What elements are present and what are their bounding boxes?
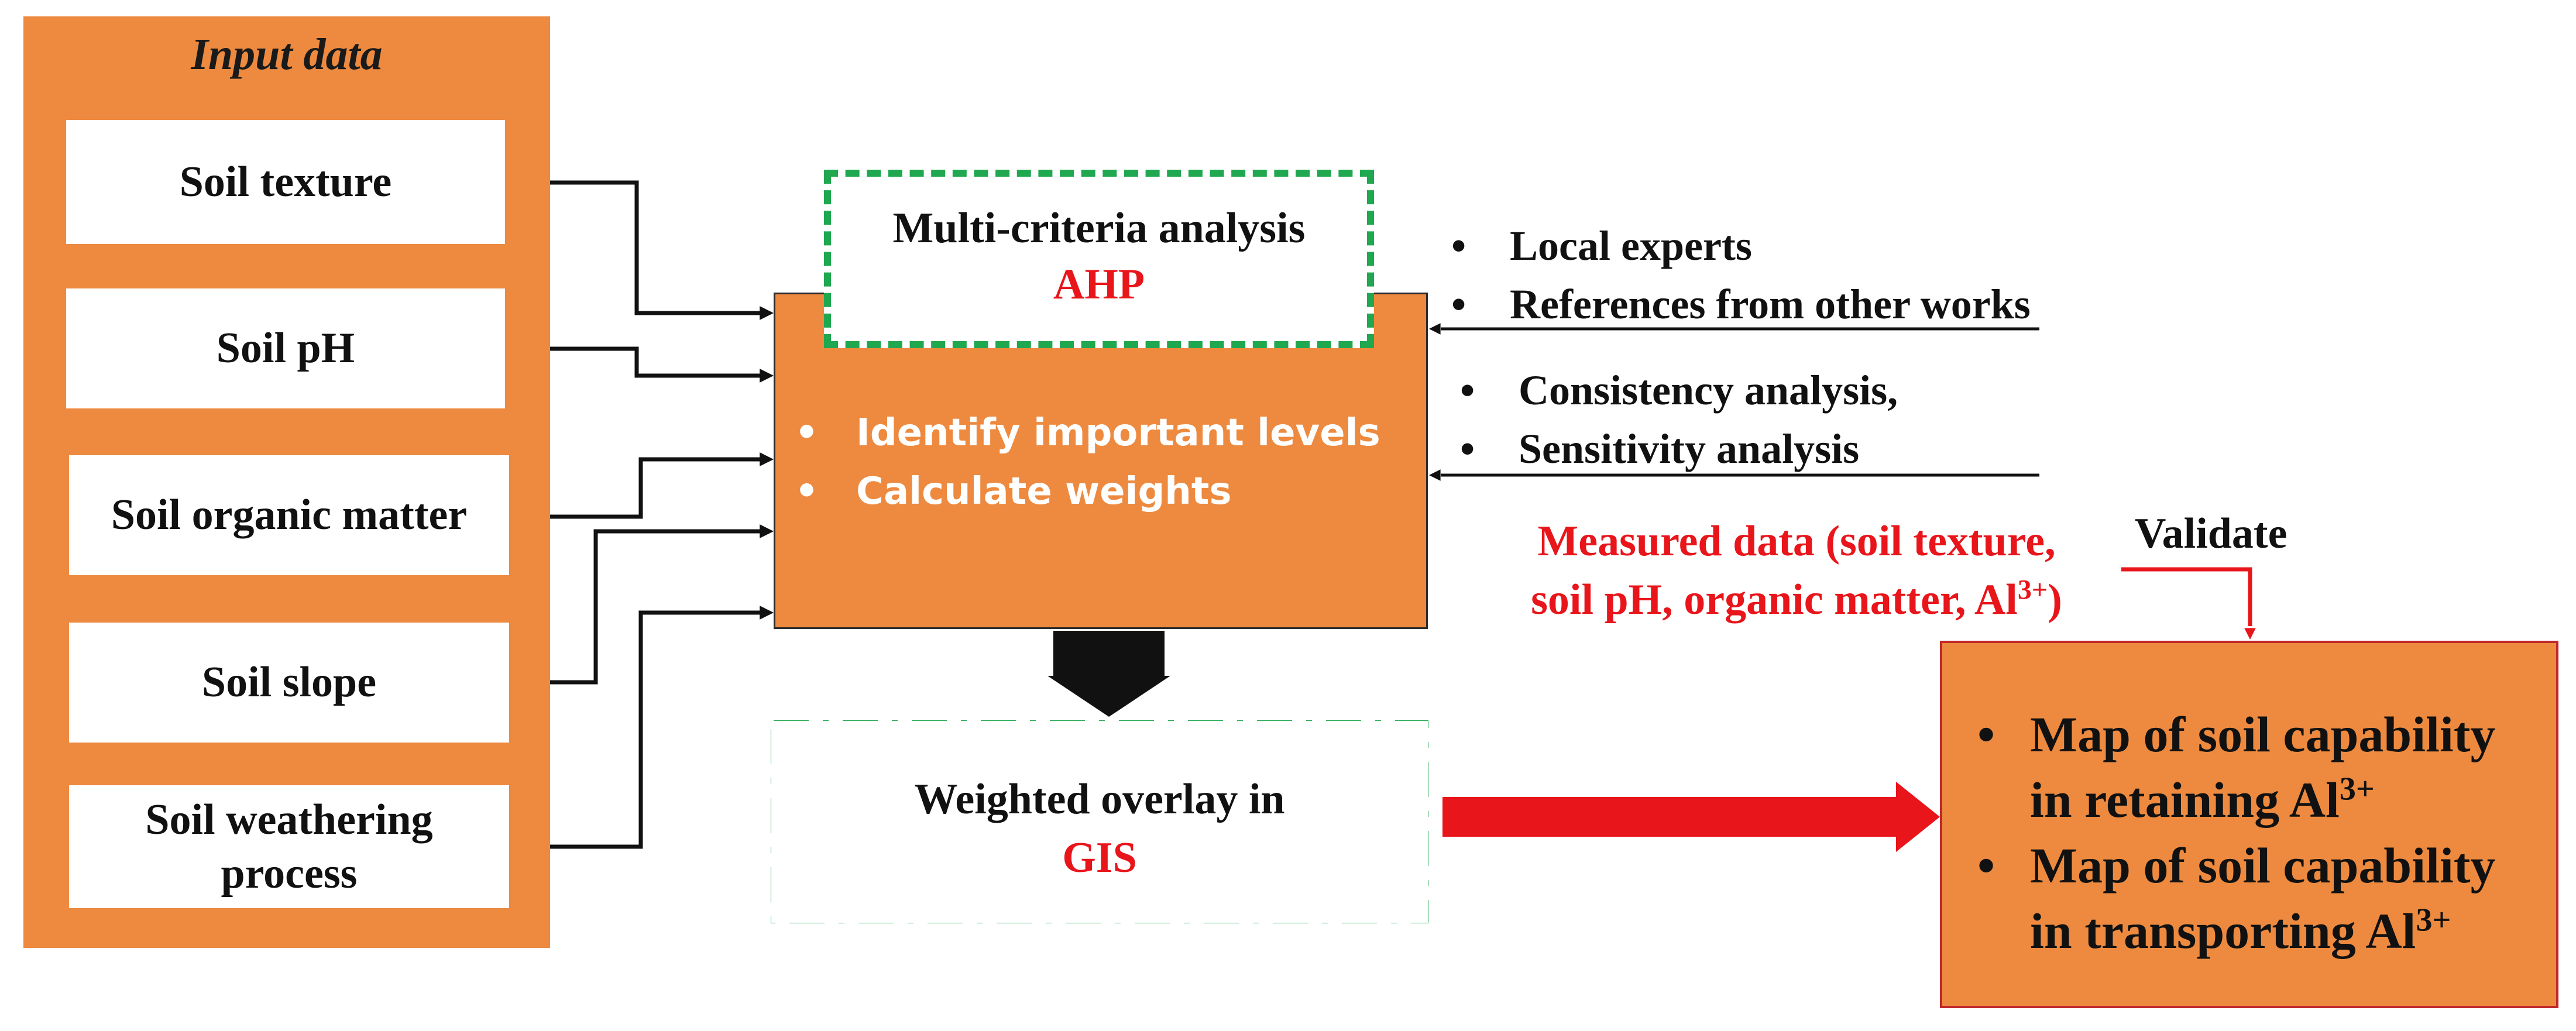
mca-title: Multi-criteria analysis bbox=[892, 204, 1306, 252]
input-connector-arrowhead bbox=[760, 452, 774, 466]
analysis-item: •Consistency analysis, bbox=[1460, 367, 1898, 414]
ahp-bullet-item: •Identify important levels bbox=[795, 411, 1380, 455]
input-connector-line bbox=[510, 457, 763, 519]
overlay-subtitle-gis: GIS bbox=[1062, 833, 1137, 882]
expert-connector-arrowhead bbox=[1429, 323, 1441, 335]
validate-connector-arrowhead bbox=[2244, 628, 2256, 640]
input-connector-line bbox=[506, 346, 763, 378]
expert-input-item: •Local experts bbox=[1451, 222, 1752, 269]
weighted-overlay-box: Weighted overlay in GIS bbox=[771, 721, 1428, 923]
ahp-bullet-list: •Identify important levels •Calculate we… bbox=[790, 404, 1410, 521]
output-map-item: • Map of soil capability in transporting… bbox=[1977, 837, 2496, 959]
analysis-item: •Sensitivity analysis bbox=[1460, 425, 1860, 472]
input-connector-line bbox=[506, 180, 763, 315]
process-down-arrow bbox=[1047, 631, 1170, 717]
overlay-title: Weighted overlay in bbox=[914, 775, 1285, 823]
input-item-soil-slope: Soil slope bbox=[69, 623, 509, 743]
input-item-soil-ph: Soil pH bbox=[66, 288, 505, 408]
output-maps-box: • Map of soil capability in retaining Al… bbox=[1940, 641, 2558, 1008]
input-connector-line bbox=[510, 610, 763, 849]
expert-input-item: •References from other works bbox=[1451, 281, 2031, 328]
output-arrow-shaft bbox=[1442, 797, 1899, 837]
multi-criteria-analysis-box: Multi-criteria analysis AHP bbox=[824, 170, 1374, 348]
input-connector-arrowhead bbox=[760, 369, 774, 383]
mca-subtitle-ahp: AHP bbox=[1053, 260, 1145, 309]
input-connector-arrowhead bbox=[760, 306, 774, 320]
input-connector-arrowhead bbox=[760, 606, 774, 620]
input-connector-arrowhead bbox=[760, 524, 774, 538]
input-item-soil-organic-matter: Soil organic matter bbox=[69, 455, 509, 575]
input-data-title: Input data bbox=[191, 30, 383, 79]
input-item-soil-weathering-process: Soil weathering process bbox=[69, 785, 509, 908]
ahp-bullet-item: •Calculate weights bbox=[795, 470, 1232, 513]
ahp-bullet-text: Identify important levels bbox=[856, 411, 1380, 455]
input-item-soil-texture: Soil texture bbox=[66, 120, 505, 244]
output-map-item: • Map of soil capability in retaining Al… bbox=[1977, 706, 2496, 828]
validate-label: Validate bbox=[2135, 510, 2288, 558]
output-arrow-head bbox=[1896, 782, 1940, 852]
analysis-list: •Consistency analysis, •Sensitivity anal… bbox=[1460, 361, 1898, 478]
validate-connector-line bbox=[2121, 567, 2252, 626]
ahp-bullet-text: Calculate weights bbox=[856, 470, 1232, 513]
input-connector-line bbox=[510, 529, 763, 685]
measured-data-label: Measured data (soil texture, soil pH, or… bbox=[1531, 517, 2062, 624]
expert-input-list: •Local experts •References from other wo… bbox=[1451, 216, 2031, 334]
analysis-connector-arrowhead bbox=[1429, 469, 1441, 481]
output-map-list: • Map of soil capability in retaining Al… bbox=[1942, 702, 2556, 964]
